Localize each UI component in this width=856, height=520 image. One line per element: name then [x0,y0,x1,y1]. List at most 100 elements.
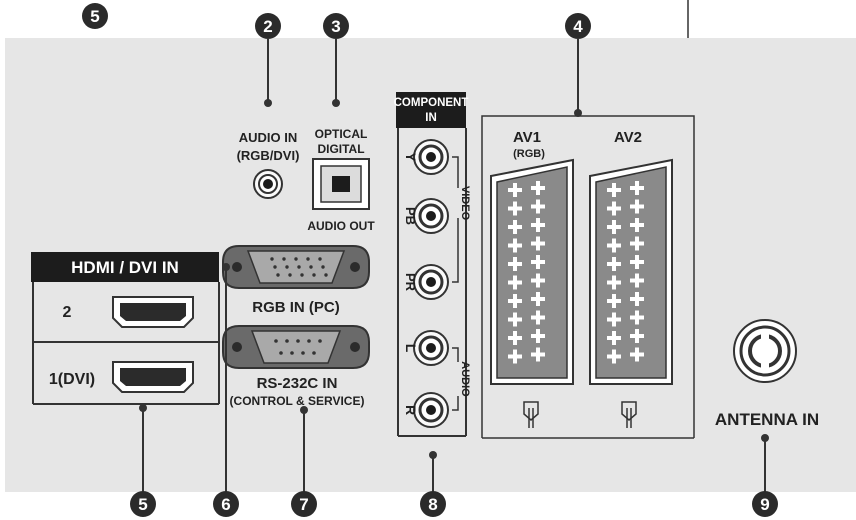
svg-text:3: 3 [331,17,340,36]
optical-label: OPTICAL [315,127,368,141]
scart-pin [513,312,517,327]
scart-pin [536,310,540,325]
callout-badge-top-left: 5 [82,3,108,29]
rgb-in-port [222,245,370,289]
optical-digital-port [312,158,370,210]
scart-pin [612,257,616,271]
scart-pin [513,331,517,345]
audio-in-sub-label: (RGB/DVI) [237,148,300,163]
scart-pin [612,238,616,253]
scart-pin [536,218,540,232]
scart-pin [635,292,639,306]
scart-pin [612,349,616,364]
svg-text:7: 7 [299,495,308,514]
callout-badge-antenna: 9 [752,434,778,517]
callout-badge-audio-in: 2 [255,13,281,107]
component-pb-label: PB [403,207,418,225]
component-y-label: Y [403,152,419,162]
hdmi-2-label: 2 [63,304,72,321]
scart-pin [536,347,540,362]
scart-pin [635,329,639,343]
scart-pin [513,183,517,197]
av1-scart-port [490,158,574,385]
component-r-label: R [403,405,419,415]
scart-pin [513,238,517,253]
scart-pin [635,347,639,362]
video-bracket-label: VIDEO [459,186,471,221]
scart-frame [481,115,695,439]
antenna-in-port [733,319,797,383]
callout-badge-rgb: 6 [213,263,239,517]
scart-pin [612,331,616,345]
scart-pin [513,257,517,271]
scart-pin [612,275,616,290]
hdmi-1-port [112,361,194,393]
callout-badge-optical: 3 [323,13,349,107]
rs232c-sub-label: (CONTROL & SERVICE) [230,394,365,408]
component-in-block: COMPONENT IN [394,92,469,437]
scart-pin [612,220,616,234]
svg-text:2: 2 [263,17,272,36]
scart-pin [635,310,639,325]
scart-pin [635,199,639,214]
scart-pin [612,312,616,327]
scart-pin [635,255,639,269]
component-l-label: L [403,344,419,353]
svg-text:6: 6 [221,495,230,514]
component-y-jack [413,139,449,175]
scart-pin [513,294,517,308]
callout-badge-scart: 4 [565,13,591,117]
hdmi-1-label: 1(DVI) [49,371,95,388]
av2-label: AV2 [614,129,642,146]
component-l-jack [413,330,449,366]
audio-in-label: AUDIO IN [239,130,298,145]
component-r-jack [413,392,449,428]
scart-pin [513,275,517,290]
svg-text:4: 4 [573,17,583,36]
component-label: COMPONENT [394,97,469,109]
scart-pin [635,273,639,288]
audio-in-jack [253,169,283,199]
av1-scart-symbol [523,401,539,428]
scart-pin [536,273,540,288]
antenna-in-label: ANTENNA IN [715,410,819,429]
callout-badge-rs232: 7 [291,406,317,517]
scart-pin [536,181,540,195]
scart-pin [513,201,517,216]
scart-pin [513,220,517,234]
component-pb-jack [413,198,449,234]
component-pr-label: PR [403,273,418,292]
audio-out-label: AUDIO OUT [307,219,375,233]
scart-pin [635,181,639,195]
scart-pin [635,218,639,232]
rs232c-label: RS-232C IN [257,375,338,392]
av2-scart-port [589,158,673,385]
rgb-in-label: RGB IN (PC) [252,299,340,316]
callout-badge-component: 8 [420,451,446,517]
scart-pin [513,349,517,364]
scart-pin [536,255,540,269]
component-pr-jack [413,264,449,300]
scart-pin [536,236,540,251]
scart-pin [612,201,616,216]
av1-sub-label: (RGB) [513,148,545,160]
scart-pin [635,236,639,251]
scart-pin [612,294,616,308]
callout-badge-hdmi: 5 [130,404,156,517]
av2-scart-symbol [621,401,637,428]
hdmi-2-port [112,296,194,328]
scart-pin [536,292,540,306]
svg-text:9: 9 [760,495,769,514]
svg-text:8: 8 [428,495,437,514]
optical-digital-label: DIGITAL [317,142,364,156]
hdmi-header-label: HDMI / DVI IN [71,258,179,277]
video-bracket [452,156,459,283]
scart-pin [612,183,616,197]
svg-text:5: 5 [90,7,99,26]
rs232c-port [222,325,370,369]
scart-pin [536,199,540,214]
component-sub-label: IN [425,112,437,124]
av1-label: AV1 [513,129,541,146]
